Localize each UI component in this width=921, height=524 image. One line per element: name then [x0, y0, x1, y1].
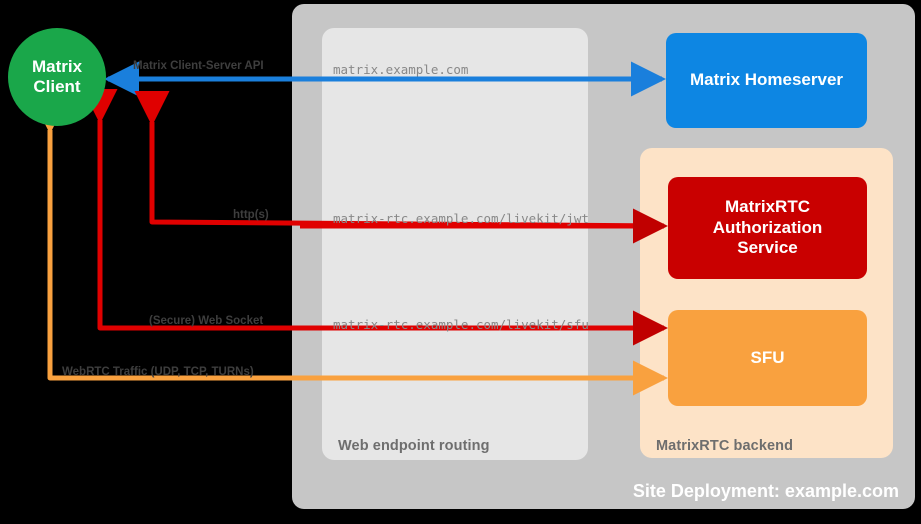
sfu-label: SFU — [750, 347, 785, 367]
matrix-homeserver-label: Matrix Homeserver — [689, 70, 844, 90]
connector-webrtc-traffic — [32, 99, 669, 396]
matrix-client-label-line2: Client — [33, 77, 81, 96]
endpoint-label-livekit-jwt: matrix-rtc.example.com/livekit/jwt — [333, 211, 589, 226]
matrixrtc-backend-caption: MatrixRTC backend — [656, 438, 794, 454]
auth-service-label-line1: MatrixRTC — [724, 197, 810, 217]
flow-label-webrtc-traffic: WebRTC Traffic (UDP, TCP, TURNs) — [62, 366, 254, 378]
auth-service-label-line3: Service — [737, 238, 798, 258]
site-deployment-caption: Site Deployment: example.com — [632, 481, 899, 501]
node-matrix-client[interactable]: Matrix Client — [8, 28, 106, 126]
node-matrixrtc-authorization-service[interactable]: MatrixRTC Authorization Service — [668, 177, 867, 279]
web-endpoint-routing-caption: Web endpoint routing — [338, 438, 490, 454]
flow-label-websocket: (Secure) Web Socket — [149, 315, 264, 327]
matrix-client-label-line1: Matrix — [31, 57, 83, 77]
endpoint-label-matrix: matrix.example.com — [333, 62, 469, 77]
node-sfu[interactable]: SFU — [668, 310, 867, 406]
endpoint-label-livekit-sfu: matrix-rtc.example.com/livekit/sfu — [333, 317, 589, 332]
auth-service-label-line2: Authorization — [712, 217, 823, 237]
flow-label-https: http(s) — [233, 209, 269, 221]
flow-label-matrix-client-server-api: Matrix Client-Server API — [133, 60, 264, 72]
node-matrix-homeserver[interactable]: Matrix Homeserver — [666, 33, 867, 128]
